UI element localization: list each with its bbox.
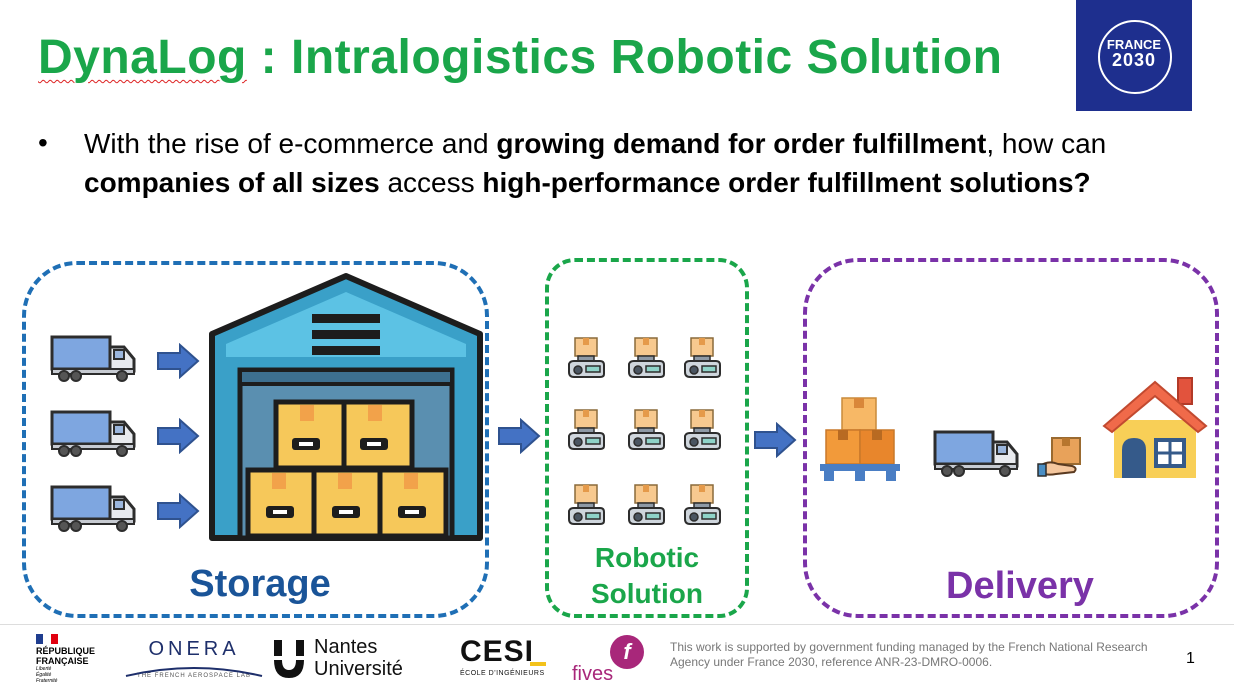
robotic-label-line1: Robotic bbox=[594, 542, 700, 573]
footer-divider bbox=[0, 624, 1234, 625]
question-paragraph: With the rise of e-commerce and growing … bbox=[84, 124, 1214, 202]
nantes-line1: Nantes bbox=[314, 636, 378, 658]
rf-motto2: Égalité bbox=[36, 672, 52, 678]
arrow-right-icon bbox=[156, 343, 200, 379]
para-bold-1: growing demand for order fulfillment bbox=[496, 128, 987, 159]
nantes-line2: Université bbox=[314, 658, 403, 680]
title-brand: DynaLog bbox=[38, 31, 247, 84]
funding-statement: This work is supported by government fun… bbox=[670, 640, 1148, 669]
french-flag-icon bbox=[36, 634, 58, 644]
truck-icon bbox=[50, 335, 140, 383]
truck-icon bbox=[50, 410, 140, 458]
arrow-right-icon bbox=[156, 418, 200, 454]
delivery-robot-icon bbox=[682, 336, 722, 380]
cesi-name: CESI bbox=[460, 635, 535, 668]
robotic-solution-box bbox=[545, 258, 749, 618]
delivery-robot-icon bbox=[626, 408, 666, 452]
cesi-accent-bar bbox=[530, 662, 546, 666]
delivery-robot-icon bbox=[626, 336, 666, 380]
storage-box bbox=[22, 261, 489, 618]
delivery-robot-icon bbox=[626, 483, 666, 527]
delivery-robot-icon bbox=[682, 483, 722, 527]
onera-swoosh-icon bbox=[125, 667, 263, 677]
title-rest: : Intralogistics Robotic Solution bbox=[246, 31, 1003, 84]
parcel-hand-icon bbox=[1037, 437, 1081, 477]
delivery-robot-icon bbox=[566, 483, 606, 527]
truck-icon bbox=[50, 485, 140, 533]
delivery-box bbox=[803, 258, 1219, 618]
delivery-label: Delivery bbox=[946, 565, 1094, 607]
nantes-mark-icon bbox=[274, 640, 304, 678]
rf-motto1: Liberté bbox=[36, 666, 52, 672]
robotic-label-line2: Solution bbox=[591, 578, 703, 609]
arrow-right-icon bbox=[497, 418, 541, 454]
storage-label: Storage bbox=[189, 563, 331, 605]
cesi-tagline: ÉCOLE D'INGÉNIEURS bbox=[460, 670, 545, 677]
delivery-robot-icon bbox=[682, 408, 722, 452]
warehouse-icon bbox=[209, 273, 483, 541]
france-2030-ring bbox=[1098, 20, 1172, 94]
delivery-robot-icon bbox=[566, 408, 606, 452]
truck-icon bbox=[933, 430, 1023, 478]
slide-title: DynaLog : Intralogistics Robotic Solutio… bbox=[38, 30, 1003, 85]
rf-line2: FRANÇAISE bbox=[36, 656, 89, 666]
arrow-right-icon bbox=[156, 493, 200, 529]
para-text-2: , how can bbox=[986, 128, 1107, 159]
fives-mark-icon: f bbox=[610, 635, 644, 669]
onera-tagline: THE FRENCH AEROSPACE LAB bbox=[137, 673, 251, 679]
rf-line1: RÉPUBLIQUE bbox=[36, 646, 96, 656]
france-2030-logo: FRANCE 2030 bbox=[1076, 0, 1192, 111]
page-number: 1 bbox=[1186, 650, 1195, 667]
para-text-3: access bbox=[379, 167, 483, 198]
fives-name: fives bbox=[572, 663, 614, 685]
rf-motto3: Fraternité bbox=[36, 678, 58, 684]
para-text-1: With the rise of e-commerce and bbox=[84, 128, 497, 159]
delivery-robot-icon bbox=[566, 336, 606, 380]
france-2030-line2: 2030 bbox=[1111, 50, 1157, 70]
onera-name: ONERA bbox=[148, 638, 240, 660]
house-icon bbox=[1102, 377, 1208, 478]
para-bold-3: high-performance order fulfillment solut… bbox=[482, 167, 1091, 198]
arrow-right-icon bbox=[753, 422, 797, 458]
france-2030-line1: FRANCE bbox=[1106, 37, 1162, 52]
bullet-symbol: • bbox=[38, 127, 48, 158]
onera-logo: ONERA THE FRENCH AEROSPACE LAB bbox=[124, 638, 264, 679]
republique-francaise-logo: RÉPUBLIQUE FRANÇAISE Liberté Égalité Fra… bbox=[36, 634, 95, 684]
pallet-boxes-icon bbox=[820, 397, 900, 481]
para-bold-2: companies of all sizes bbox=[84, 167, 380, 198]
cesi-logo: CESI ÉCOLE D'INGÉNIEURS bbox=[460, 635, 546, 677]
